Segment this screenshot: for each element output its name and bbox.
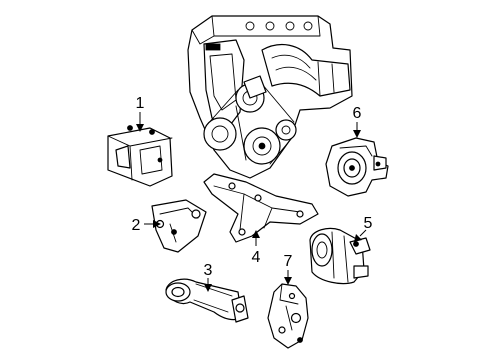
callout-5: 5 <box>364 215 373 232</box>
callout-labels: 1 2 3 4 5 6 7 <box>132 95 373 279</box>
callout-3: 3 <box>204 262 213 279</box>
callout-7: 7 <box>284 253 293 270</box>
arrow-3 <box>204 284 212 292</box>
mount-bracket-lower <box>267 283 309 349</box>
engine-assembly <box>187 15 353 179</box>
transmission-support-bracket <box>203 173 319 243</box>
leader-5 <box>359 229 367 237</box>
callout-4: 4 <box>252 249 261 266</box>
arrow-4 <box>252 230 260 238</box>
engine-mount-bracket <box>107 125 173 187</box>
torque-rod <box>165 278 249 323</box>
leader-lines <box>136 112 367 292</box>
left-mount-bracket <box>151 199 207 253</box>
arrow-2 <box>153 220 161 228</box>
arrow-7 <box>284 277 292 285</box>
arrow-1 <box>136 124 144 132</box>
arrow-6 <box>353 130 361 138</box>
callout-6: 6 <box>353 105 362 122</box>
rear-engine-mount <box>325 137 389 197</box>
callout-2: 2 <box>132 217 141 234</box>
transmission-mount <box>309 227 371 285</box>
arrow-5 <box>354 234 362 242</box>
callout-1: 1 <box>136 95 145 112</box>
